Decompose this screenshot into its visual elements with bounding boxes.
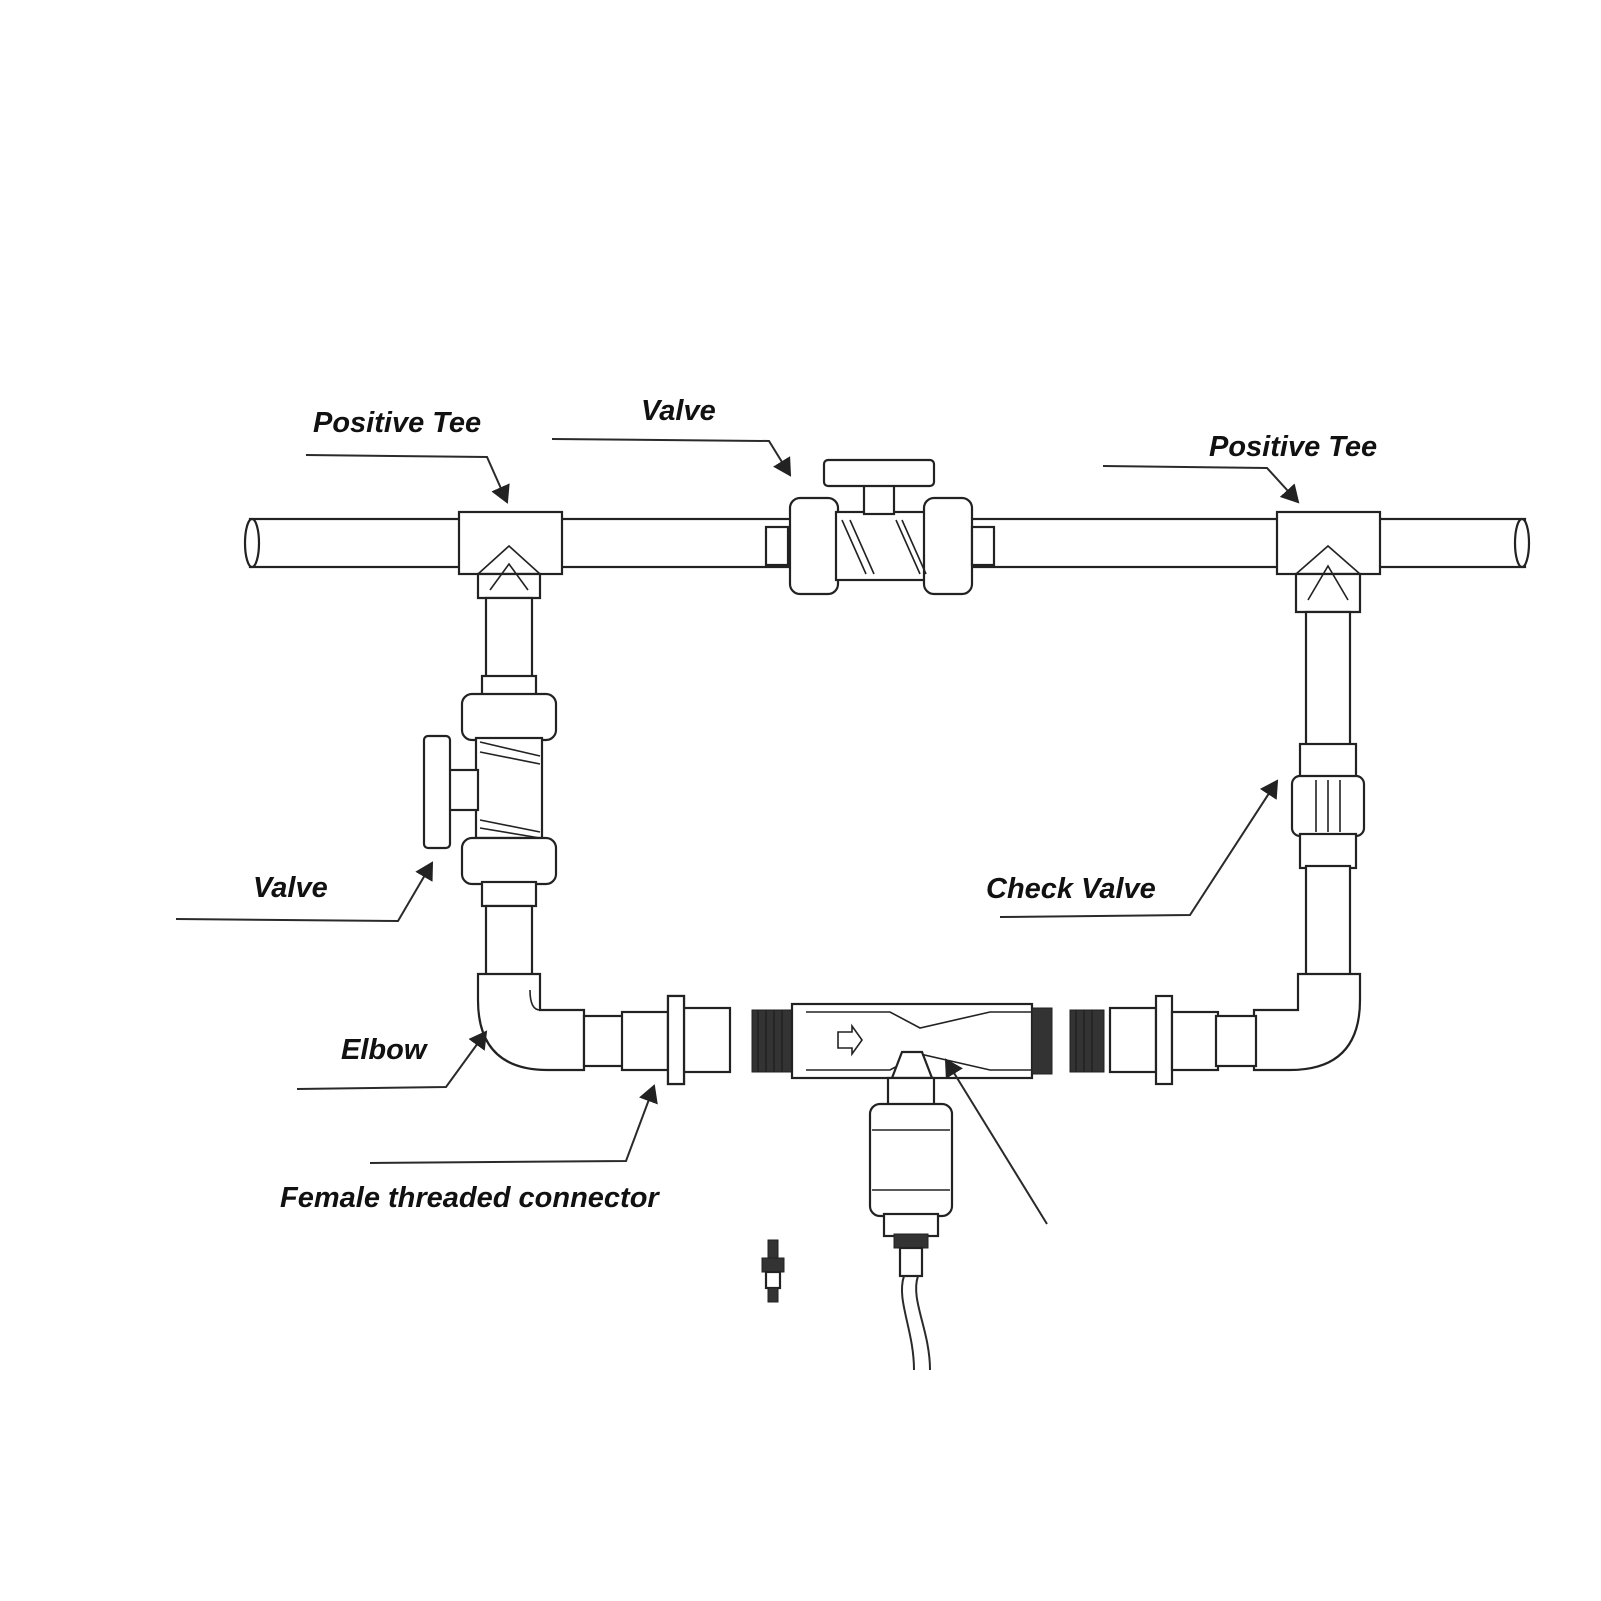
small-fitting <box>761 1239 785 1303</box>
suction-branch <box>868 1050 954 1371</box>
elbow-right <box>1252 972 1362 1072</box>
left-vertical-pipe <box>460 596 558 978</box>
label-valve-top: Valve <box>641 395 716 427</box>
label-positive-tee-left: Positive Tee <box>313 407 481 439</box>
label-female-threaded-connector: Female threaded connector <box>280 1182 660 1214</box>
label-positive-tee-right: Positive Tee <box>1209 431 1377 463</box>
label-valve-left: Valve <box>253 872 328 904</box>
female-threaded-connector <box>666 994 686 1086</box>
label-check-valve: Check Valve <box>986 873 1156 905</box>
bottom-pipe-right <box>1108 994 1258 1086</box>
positive-tee-left <box>457 510 564 600</box>
left-valve-handle <box>422 734 480 850</box>
label-elbow: Elbow <box>341 1034 429 1066</box>
elbow-left <box>476 972 586 1072</box>
right-vertical-pipe <box>1290 610 1366 978</box>
top-valve-body <box>764 458 996 596</box>
bottom-pipe-left <box>582 994 732 1086</box>
positive-tee-right <box>1275 510 1382 614</box>
leader-lines <box>175 438 1300 1225</box>
venturi-injector <box>751 1002 1105 1080</box>
